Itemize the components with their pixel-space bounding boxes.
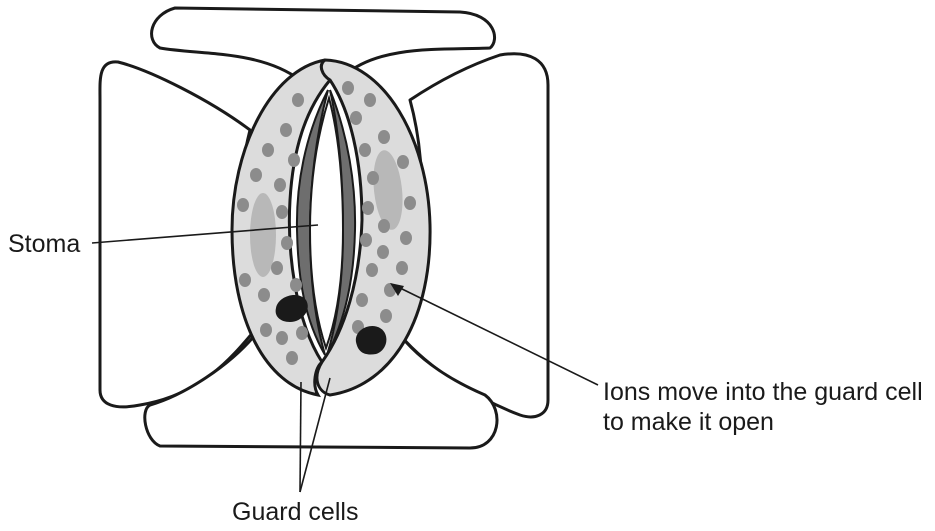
- chloroplast: [397, 155, 409, 169]
- chloroplast: [359, 143, 371, 157]
- chloroplast: [280, 123, 292, 137]
- chloroplast: [237, 198, 249, 212]
- guard-cells-label: Guard cells: [232, 497, 358, 527]
- chloroplast: [400, 231, 412, 245]
- chloroplast: [366, 263, 378, 277]
- chloroplast: [292, 93, 304, 107]
- chloroplast: [271, 261, 283, 275]
- chloroplast: [286, 351, 298, 365]
- chloroplast: [288, 153, 300, 167]
- chloroplast: [377, 245, 389, 259]
- chloroplast: [260, 323, 272, 337]
- chloroplast: [296, 326, 308, 340]
- chloroplast: [396, 261, 408, 275]
- chloroplast: [276, 205, 288, 219]
- chloroplast: [258, 288, 270, 302]
- chloroplast: [281, 236, 293, 250]
- chloroplast: [342, 81, 354, 95]
- chloroplast: [274, 178, 286, 192]
- chloroplast: [250, 168, 262, 182]
- stoma-label: Stoma: [8, 229, 80, 259]
- chloroplast: [360, 233, 372, 247]
- chloroplast: [404, 196, 416, 210]
- chloroplast: [356, 293, 368, 307]
- ions-label: Ions move into the guard cell to make it…: [603, 377, 933, 437]
- chloroplast: [367, 171, 379, 185]
- chloroplast: [239, 273, 251, 287]
- chloroplast: [380, 309, 392, 323]
- chloroplast: [262, 143, 274, 157]
- chloroplast: [290, 278, 302, 292]
- chloroplast: [364, 93, 376, 107]
- guard-cells-leader-line-left: [300, 382, 301, 492]
- chloroplast: [378, 130, 390, 144]
- chloroplast: [350, 111, 362, 125]
- chloroplast: [276, 331, 288, 345]
- chloroplast: [378, 219, 390, 233]
- chloroplast: [362, 201, 374, 215]
